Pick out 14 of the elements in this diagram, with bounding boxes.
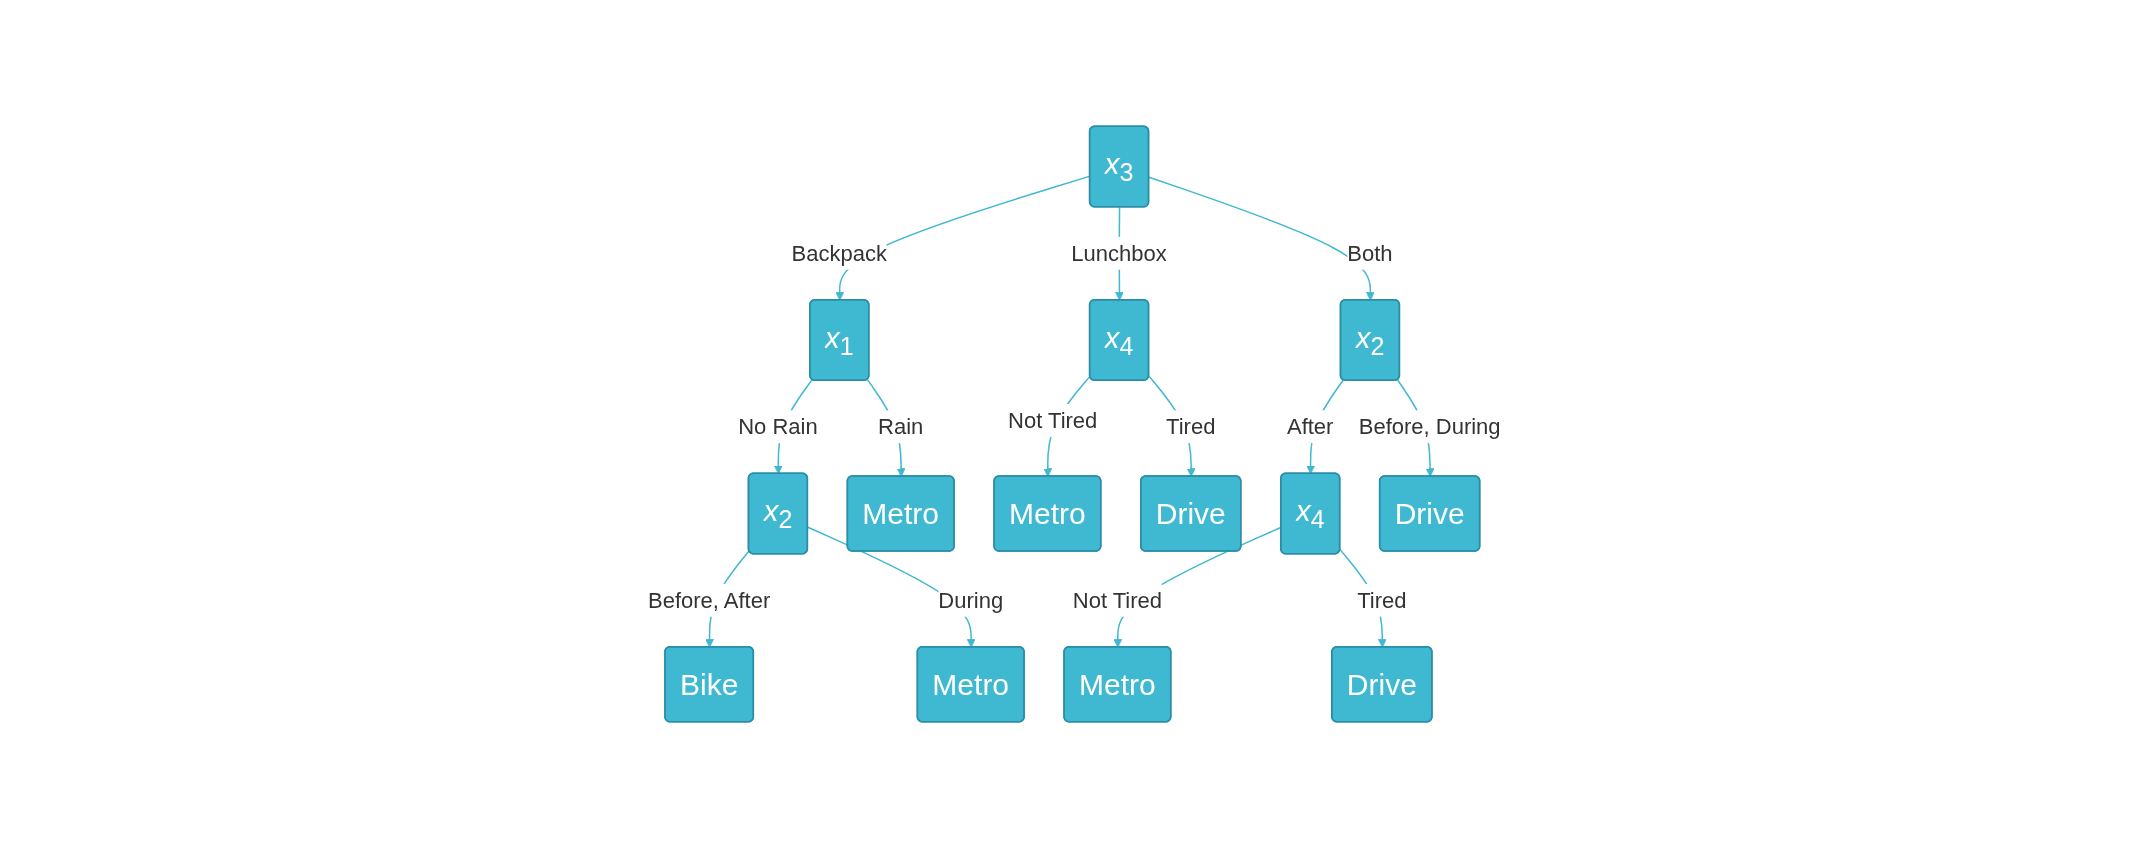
edge-label: Before, During [1358,414,1501,440]
arrow [1148,176,1375,301]
edge-label: During [938,587,1004,613]
edge-label: Before, After [648,587,771,613]
edge-label: Tired [1357,587,1407,613]
edge-label: Lunchbox [1071,240,1167,266]
edge-label: Backpack [791,240,888,266]
edge-label: Rain [878,414,924,440]
edge-label: Tired [1166,414,1216,440]
edge-label: Not Tired [1072,587,1163,613]
edge-label: After [1287,414,1334,440]
edge-label: Both [1347,240,1393,266]
edge-label: No Rain [738,414,818,440]
edge-label: Not Tired [1008,407,1098,433]
